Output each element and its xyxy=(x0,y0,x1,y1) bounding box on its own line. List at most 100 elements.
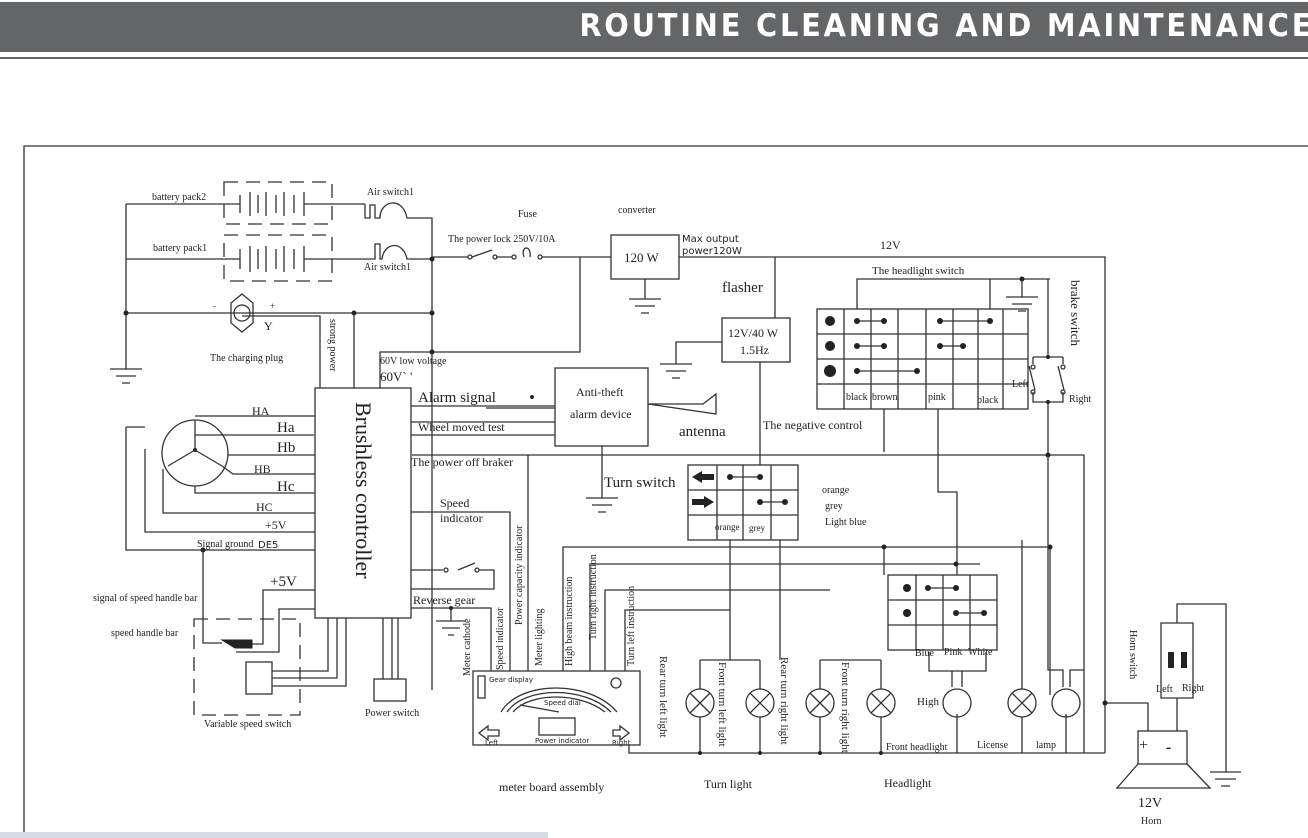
fuse-label: Fuse xyxy=(518,209,537,220)
turn-light-title: Turn light xyxy=(704,777,753,791)
power-lock-label: The power lock 250V/10A xyxy=(448,234,556,245)
converter-value: 120 W xyxy=(624,250,660,265)
hl-color-black-2: black xyxy=(977,395,999,406)
contact-dot xyxy=(854,343,860,349)
hall-Hc: Hc xyxy=(277,479,295,495)
horn-cone-icon xyxy=(1115,763,1212,789)
contact-dot xyxy=(960,343,966,349)
power-switch-label: Power switch xyxy=(365,708,419,719)
flasher-ground-icon xyxy=(660,341,722,379)
contact-dot xyxy=(854,368,860,374)
power-off-label: The power off braker xyxy=(411,455,513,469)
low-voltage-value: 60V` ' xyxy=(380,369,412,384)
license-bulb-icon xyxy=(1007,688,1037,718)
hall-HA: HA xyxy=(252,404,270,418)
meter-left-label: Left xyxy=(485,739,498,747)
license-label: License xyxy=(977,740,1009,751)
turn-switch-title: Turn switch xyxy=(604,475,676,491)
alarm-section: Anti-theft alarm device antenna Alarm si… xyxy=(411,352,863,690)
charging-plug: - + Y The charging plug strong power xyxy=(210,293,355,388)
speed-handle-bar-icon xyxy=(220,639,253,649)
horn-label: Horn xyxy=(1141,816,1162,827)
plug-plus-label: + xyxy=(270,301,275,311)
section-title: ROUTINE CLEANING AND MAINTENANCE xyxy=(579,8,1308,44)
converter-ground-icon xyxy=(629,279,661,314)
max-output-label-2: power120W xyxy=(682,246,742,257)
low-voltage-label: 60V low voltage xyxy=(380,356,447,367)
contact-dot xyxy=(914,368,920,374)
brake-switch: Left Right brake switch xyxy=(412,279,1091,753)
lamp-label: lamp xyxy=(1036,740,1056,751)
brake-right-label: Right xyxy=(1069,394,1091,405)
gear-display-label: Gear display xyxy=(489,676,533,684)
horn-plus: + xyxy=(1139,737,1148,754)
headlight-indicator-icon xyxy=(610,677,622,689)
horn-left-label: Left xyxy=(1156,684,1173,695)
front-left-label: Front turn left light xyxy=(716,662,728,747)
motor-hall-sensors: HA Ha Hb HB Hc HC +5V Signal ground DE5 xyxy=(125,404,315,553)
headlight-bulb-icon xyxy=(942,688,972,718)
meter-board-title: meter board assembly xyxy=(499,780,604,794)
battery-pack1-label: battery pack1 xyxy=(153,243,207,254)
front-right-label: Front turn right light xyxy=(839,662,851,753)
power-indicator-icon xyxy=(538,717,576,736)
power-switch-icon xyxy=(373,678,407,702)
right-arrow-icon xyxy=(692,496,714,508)
variable-speed-switch-icon xyxy=(245,661,273,695)
contact-dot xyxy=(881,343,887,349)
hall-HC: HC xyxy=(256,500,273,514)
reverse-gear-label: Reverse gear xyxy=(413,593,475,607)
brake-left-label: Left xyxy=(1012,379,1029,390)
alarm-signal-label: Alarm signal xyxy=(418,390,496,406)
alarm-device-label-2: alarm device xyxy=(570,407,632,421)
contact-dot xyxy=(937,318,943,324)
right-arrow-icon xyxy=(612,724,631,742)
contact-dot xyxy=(925,585,931,591)
brushless-controller: Brushless controller xyxy=(314,387,412,619)
meter-wire-label: Turn right instruction xyxy=(588,554,599,640)
high-beam-icon xyxy=(825,316,835,326)
air-switch-top-label: Air switch1 xyxy=(367,187,414,198)
headlight-title: Headlight xyxy=(884,776,932,790)
horn-right-label: Right xyxy=(1182,683,1204,694)
lamp-icon xyxy=(824,365,836,377)
rear-left-label: Rear turn left light xyxy=(657,656,669,738)
antenna-label: antenna xyxy=(679,424,726,440)
meter-wire-label: Meter lighting xyxy=(534,609,545,667)
horn-ground-icon xyxy=(1210,771,1241,787)
high-beam-icon xyxy=(903,584,911,592)
legend-grey: grey xyxy=(825,501,843,512)
handle-signal-label: signal of speed handle bar xyxy=(93,593,198,604)
speed-indicator-2: indicator xyxy=(440,511,483,525)
hall-HB: HB xyxy=(254,462,271,476)
speed-handle-section: +5V signal of speed handle bar speed han… xyxy=(93,550,419,730)
hl-color-pink: pink xyxy=(928,392,946,403)
contact-dot xyxy=(953,610,959,616)
low-beam-icon xyxy=(825,341,835,351)
strong-power-label: strong power xyxy=(327,319,338,372)
turn-switch: Turn switch orange grey orange grey Ligh… xyxy=(604,464,867,541)
air-switch-top-icon xyxy=(364,202,433,352)
meter-wire-label: High beam instruction xyxy=(564,577,575,666)
negative-control-label: The negative control xyxy=(763,418,863,432)
hl-color-brown: brown xyxy=(872,392,898,403)
battery-pack2-symbol xyxy=(223,181,365,225)
footer-bar xyxy=(0,832,548,838)
signal-ground-label: Signal ground xyxy=(197,539,253,550)
meter-wire-label: Meter cathode xyxy=(462,618,473,676)
hl-color-black: black xyxy=(846,392,868,403)
hl-pink: Pink xyxy=(944,647,962,658)
wheel-moved-label: Wheel moved test xyxy=(418,420,505,434)
contact-dot xyxy=(981,610,987,616)
hl-white: White xyxy=(968,647,993,658)
battery-section: battery pack2 battery pack1 Air switch1 … xyxy=(110,181,435,384)
turn-color-grey: grey xyxy=(749,523,765,533)
rear-right-label: Rear turn right light xyxy=(778,657,790,745)
hall-5v: +5V xyxy=(265,518,287,532)
front-headlight-label: Front headlight xyxy=(886,742,948,753)
ground-left-icon xyxy=(110,312,432,384)
contact-dot xyxy=(757,499,763,505)
contact-dot xyxy=(854,318,860,324)
meter-wire-label: Turn left instruction xyxy=(626,586,637,666)
